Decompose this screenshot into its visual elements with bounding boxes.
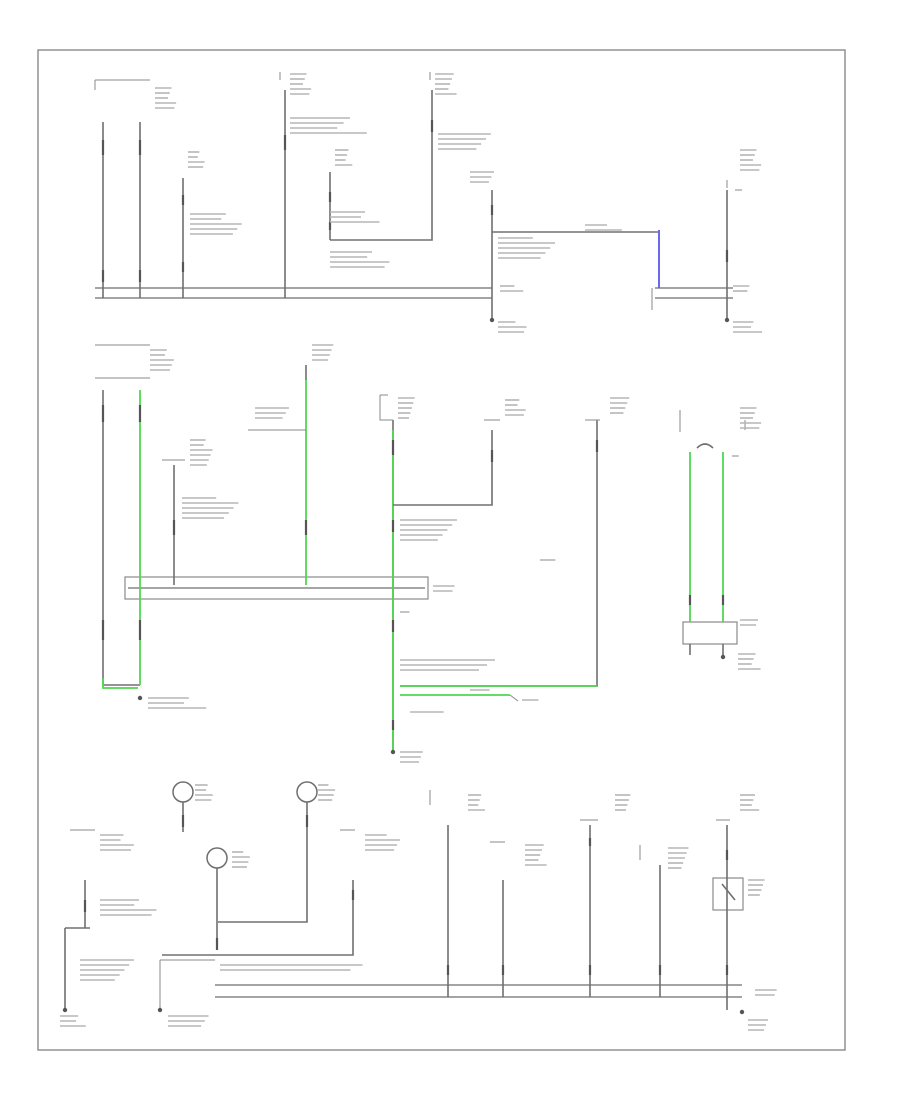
- section-bottom: [62, 781, 745, 1015]
- connector-box-right: [682, 621, 738, 645]
- ground-bus-top: [95, 287, 492, 299]
- label-marks: [60, 73, 777, 1031]
- lamp-icon: [296, 781, 318, 803]
- lamp-icon: [206, 847, 228, 869]
- lamp-icon: [172, 781, 194, 803]
- section-middle: [95, 344, 746, 755]
- ground-bus-bottom: [215, 984, 742, 998]
- diagram-frame: [37, 49, 846, 1051]
- switch-box: [712, 877, 744, 911]
- connector-box-left: [124, 576, 429, 600]
- section-top: [94, 72, 733, 323]
